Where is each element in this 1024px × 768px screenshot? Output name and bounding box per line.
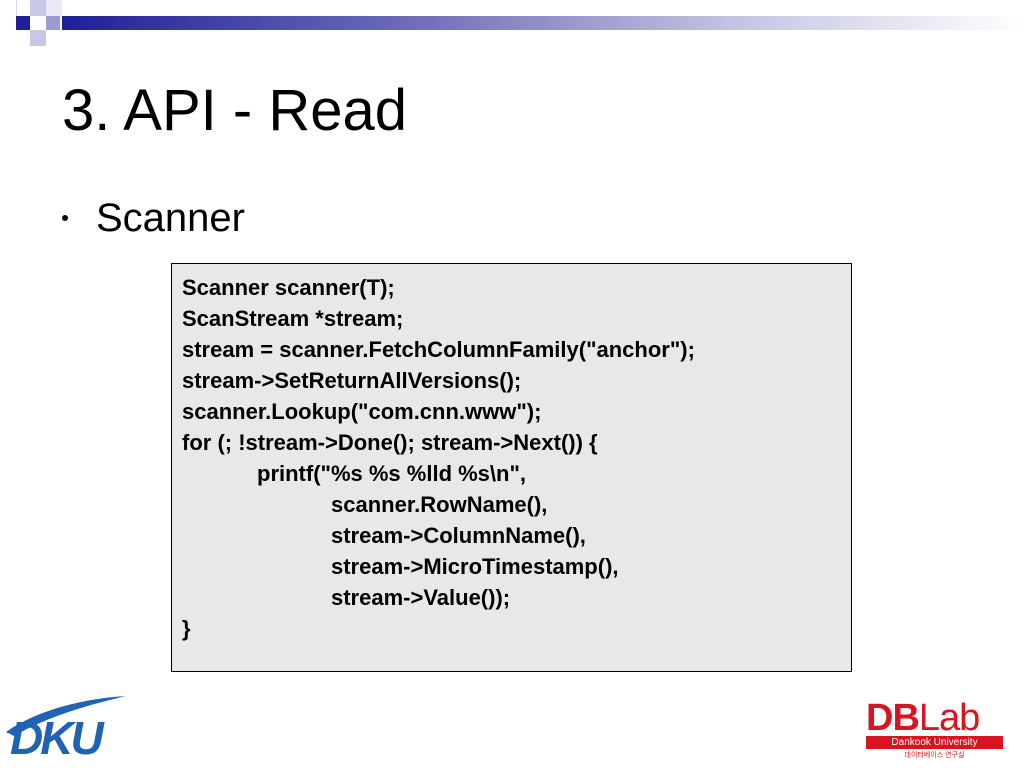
dku-logo-swoosh xyxy=(6,696,126,736)
header-gradient-bar xyxy=(62,16,1024,30)
code-line: stream = scanner.FetchColumnFamily("anch… xyxy=(182,337,695,362)
dku-logo-text: DKU xyxy=(10,712,105,760)
header-decoration-square xyxy=(30,0,46,16)
code-line: ScanStream *stream; xyxy=(182,306,404,331)
code-line: stream->ColumnName(), xyxy=(331,523,586,548)
dblab-logo-lab: Lab xyxy=(918,697,980,739)
dblab-logo-wordmark: DBLab xyxy=(866,697,1006,739)
header-decoration-square xyxy=(16,16,30,30)
code-line: stream->MicroTimestamp(), xyxy=(331,554,619,579)
header-decoration-square xyxy=(46,0,62,16)
dblab-logo-subtitle: 데이터베이스 연구실 xyxy=(904,752,965,759)
header-decoration-square xyxy=(30,30,46,46)
dku-logo: DKU xyxy=(6,696,126,760)
code-line: scanner.Lookup("com.cnn.www"); xyxy=(182,399,542,424)
header-decoration-square xyxy=(46,16,60,30)
dblab-logo-db: DB xyxy=(866,697,920,739)
code-line: stream->Value()); xyxy=(331,585,511,610)
code-line: scanner.RowName(), xyxy=(331,492,548,517)
code-line: stream->SetReturnAllVersions(); xyxy=(182,368,522,393)
code-block: Scanner scanner(T); ScanStream *stream; … xyxy=(171,263,852,672)
code-line: printf("%s %s %lld %s\n", xyxy=(257,461,527,486)
slide-title: 3. API - Read xyxy=(62,78,407,143)
code-line: for (; !stream->Done(); stream->Next()) … xyxy=(182,430,598,455)
bullet-dot-icon xyxy=(62,215,68,221)
dblab-logo-university: Dankook University xyxy=(866,736,1003,749)
code-line: } xyxy=(182,616,191,641)
bullet-text: Scanner xyxy=(96,195,245,240)
dblab-logo: DBLab Dankook University 데이터베이스 연구실 xyxy=(866,697,1006,764)
bullet-item: Scanner xyxy=(62,190,245,246)
header-decoration-square xyxy=(0,0,17,16)
header-decoration-square xyxy=(60,30,74,44)
code-line: Scanner scanner(T); xyxy=(182,275,395,300)
